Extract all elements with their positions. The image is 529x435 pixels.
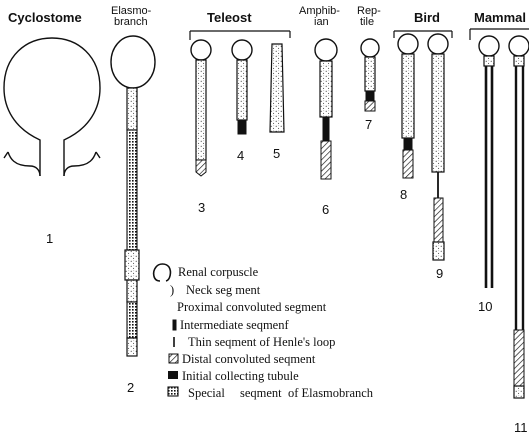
legend-special-segment: Special seqment of Elasmobranch: [168, 386, 374, 400]
nephron-mammal-11: 11: [509, 36, 529, 435]
number-8: 8: [400, 187, 407, 202]
number-2: 2: [127, 380, 134, 395]
legend: Renal corpuscle ) Neck seg ment Proximal…: [154, 264, 374, 400]
legend-special-label-1: Special: [188, 386, 225, 400]
number-11: 11: [514, 420, 528, 435]
header-elasmobranch-line2: branch: [114, 16, 148, 28]
legend-initial-collecting-label: Initial collecting tubule: [182, 369, 299, 383]
legend-thin-segment-label: Thin seqment of Henle's loop: [188, 335, 335, 349]
nephron-cyclostome: 1: [4, 38, 100, 246]
legend-initial-collecting: Initial collecting tubule: [168, 369, 299, 383]
legend-distal-label: Distal convoluted seqment: [182, 352, 316, 366]
header-amphibian-line2: ian: [314, 16, 329, 28]
nephron-mammal-10: 10: [478, 36, 499, 314]
number-10: 10: [478, 299, 492, 314]
legend-thin-segment: Thin seqment of Henle's loop: [174, 335, 335, 349]
nephron-bird-8: 8: [398, 34, 418, 202]
nephron-teleost-3: 3: [191, 40, 211, 215]
header-teleost: Teleost: [207, 10, 252, 25]
number-4: 4: [237, 148, 244, 163]
number-6: 6: [322, 202, 329, 217]
number-9: 9: [436, 266, 443, 281]
legend-special-label-2: seqment: [240, 386, 282, 400]
legend-renal-corpuscle: Renal corpuscle: [154, 264, 259, 281]
header-mammal: Mammal: [474, 10, 526, 25]
legend-neck-segment-label: Neck seg ment: [186, 283, 261, 297]
legend-neck-segment: ) Neck seg ment: [170, 283, 261, 297]
legend-intermediate-label: Intermediate seqmenf: [180, 318, 289, 332]
legend-distal: Distal convoluted seqment: [169, 352, 316, 366]
legend-special-label-3: of Elasmobranch: [288, 386, 374, 400]
number-3: 3: [198, 200, 205, 215]
nephron-bird-9: 9: [428, 34, 448, 281]
number-1: 1: [46, 231, 53, 246]
legend-renal-corpuscle-label: Renal corpuscle: [178, 265, 259, 279]
column-headers: Cyclostome Elasmo- branch Teleost Amphib…: [8, 5, 529, 40]
nephron-teleost-4: 4: [232, 40, 252, 163]
nephron-amphibian: 6: [315, 39, 337, 217]
legend-proximal: Proximal convoluted segment: [177, 300, 327, 314]
header-cyclostome: Cyclostome: [8, 10, 82, 25]
legend-intermediate: Intermediate seqmenf: [173, 318, 289, 332]
legend-proximal-label: Proximal convoluted segment: [177, 300, 327, 314]
nephron-reptile: 7: [361, 39, 379, 132]
number-7: 7: [365, 117, 372, 132]
header-bird: Bird: [414, 10, 440, 25]
header-reptile-line2: tile: [360, 16, 374, 28]
nephron-elasmobranch: 2: [111, 36, 155, 395]
svg-text:): ): [170, 283, 174, 297]
nephron-teleost-5: 5: [270, 44, 284, 161]
number-5: 5: [273, 146, 280, 161]
